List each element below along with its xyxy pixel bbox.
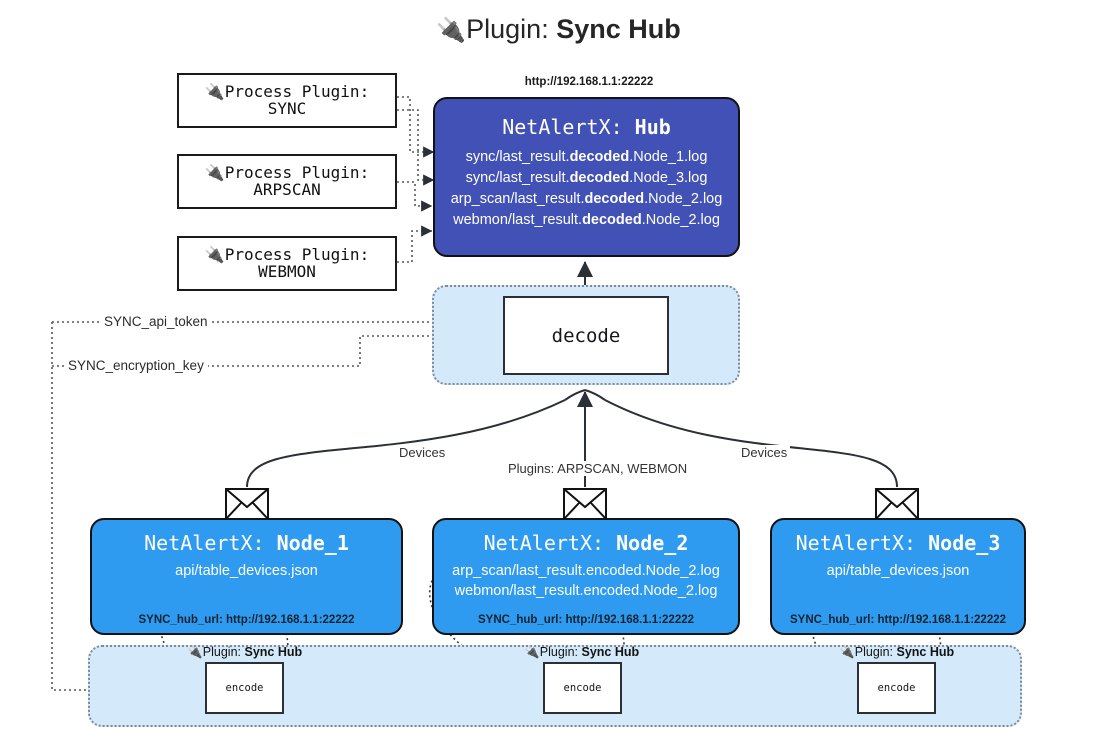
plug-icon: 🔌 (204, 244, 225, 264)
hub-title-name: Hub (634, 115, 671, 139)
process-plugin-sync-box[interactable]: 🔌Process Plugin: SYNC (177, 73, 397, 128)
plug-icon: 🔌 (187, 645, 203, 659)
plug-icon: 🔌 (204, 81, 225, 101)
process-plugin-sync-line1: 🔌Process Plugin: (204, 81, 370, 101)
node-title-name: Node_1 (276, 531, 349, 555)
encode-box-node-1[interactable]: encode (205, 662, 284, 714)
encode-caption-node-3: 🔌Plugin: Sync Hub (839, 645, 955, 659)
node-log-line: api/table_devices.json (826, 563, 970, 579)
node-log-line: api/table_devices.json (175, 563, 318, 579)
edge-label-devices-left: Devices (396, 445, 449, 460)
plug-icon: 🔌 (436, 17, 467, 44)
hub-node-card[interactable]: NetAlertX: Hub sync/last_result.decoded.… (433, 97, 740, 257)
process-plugin-arpscan-line2: ARPSCAN (253, 179, 321, 199)
page-title-name: Sync Hub (556, 14, 681, 44)
edge-label-devices-right: Devices (738, 445, 791, 460)
node-log-line: webmon/last_result.encoded.Node_2.log (454, 583, 718, 599)
process-plugin-webmon-line1: 🔌Process Plugin: (204, 244, 370, 264)
encode-box-node-2[interactable]: encode (543, 662, 622, 714)
node-card-node-1[interactable]: NetAlertX: Node_1 api/table_devices.json… (90, 518, 403, 635)
node-card-node-3[interactable]: NetAlertX: Node_3 api/table_devices.json… (770, 518, 1026, 635)
node-card-node-2[interactable]: NetAlertX: Node_2 arp_scan/last_result.e… (432, 518, 740, 635)
hub-log-line: webmon/last_result.decoded.Node_2.log (453, 212, 720, 228)
page-title-prefix: Plugin: (466, 14, 549, 44)
secret-label-encryption-key: SYNC_encryption_key (64, 358, 208, 373)
process-plugin-sync-line2: SYNC (267, 98, 307, 118)
process-plugin-arpscan-line1: 🔌Process Plugin: (204, 162, 370, 182)
process-plugin-webmon-line2: WEBMON (258, 261, 316, 281)
node-log-list: arp_scan/last_result.encoded.Node_2.log … (434, 563, 738, 599)
node-title: NetAlertX: Node_1 (92, 531, 401, 555)
node-hub-url-label: SYNC_hub_url: http://192.168.1.1:22222 (789, 614, 1007, 626)
node-title: NetAlertX: Node_3 (772, 531, 1024, 555)
process-plugin-webmon-box[interactable]: 🔌Process Plugin: WEBMON (177, 236, 397, 291)
node-hub-url-label: SYNC_hub_url: http://192.168.1.1:22222 (138, 614, 355, 626)
hub-log-line: arp_scan/last_result.decoded.Node_2.log (450, 191, 723, 207)
node-title-prefix: NetAlertX: (144, 531, 265, 555)
envelope-icon (875, 488, 919, 520)
hub-log-list: sync/last_result.decoded.Node_1.log sync… (435, 149, 738, 228)
envelope-icon (225, 488, 269, 520)
node-title: NetAlertX: Node_2 (434, 531, 738, 555)
hub-title: NetAlertX: Hub (435, 115, 738, 139)
hub-log-line: sync/last_result.decoded.Node_3.log (465, 170, 708, 186)
secret-label-api-token: SYNC_api_token (100, 314, 212, 329)
encode-caption-node-1: 🔌Plugin: Sync Hub (187, 645, 303, 659)
node-hub-url-label: SYNC_hub_url: http://192.168.1.1:22222 (477, 614, 695, 626)
plug-icon: 🔌 (204, 162, 225, 182)
page-title: 🔌Plugin: Sync Hub (0, 14, 1117, 45)
node-title-name: Node_3 (928, 531, 1001, 555)
node-log-line: arp_scan/last_result.encoded.Node_2.log (452, 563, 720, 579)
decode-box[interactable]: decode (503, 296, 669, 375)
plug-icon: 🔌 (524, 645, 540, 659)
envelope-icon (563, 488, 607, 520)
hub-url-label: http://192.168.1.1:22222 (524, 76, 654, 88)
process-plugin-arpscan-box[interactable]: 🔌Process Plugin: ARPSCAN (177, 154, 397, 209)
node-title-prefix: NetAlertX: (483, 531, 605, 555)
plug-icon: 🔌 (839, 645, 855, 659)
edge-label-plugins-center: Plugins: ARPSCAN, WEBMON (505, 461, 691, 476)
hub-title-prefix: NetAlertX: (502, 115, 623, 139)
hub-log-line: sync/last_result.decoded.Node_1.log (465, 149, 708, 165)
encode-caption-node-2: 🔌Plugin: Sync Hub (524, 645, 640, 659)
node-log-list: api/table_devices.json (772, 563, 1024, 579)
node-title-prefix: NetAlertX: (795, 531, 917, 555)
encode-box-node-3[interactable]: encode (857, 662, 936, 714)
node-title-name: Node_2 (616, 531, 689, 555)
node-log-list: api/table_devices.json (92, 563, 401, 579)
